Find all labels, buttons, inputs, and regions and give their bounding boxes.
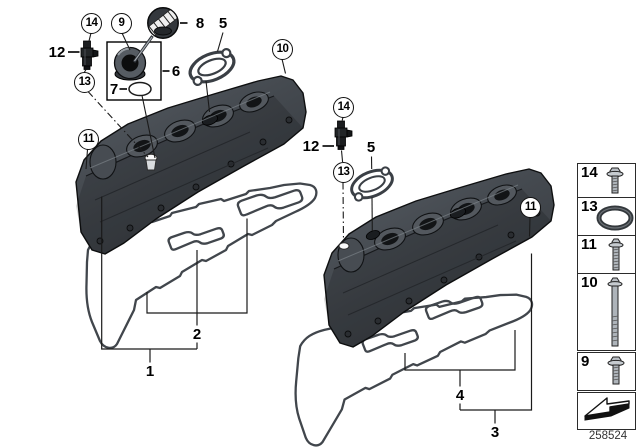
group-brackets [101,196,533,424]
legend-label-10: 10 [581,274,598,291]
camshaft-sensor-right-drawing [334,120,353,150]
vent-gasket-left-drawing [184,44,240,90]
legend-label-11: 11 [581,236,597,253]
o-ring-icon [596,205,634,231]
legend-row-arrow[interactable] [577,392,636,430]
legend-row-9[interactable]: 9 [577,352,636,391]
bolt-long-icon [607,277,623,347]
legend-row-11[interactable]: 11 [577,235,636,274]
label-2[interactable]: 2 [192,326,202,343]
legend-row-10[interactable]: 10 [577,273,636,351]
label-6[interactable]: 6 [171,63,181,80]
oil-filler-cap-drawing [147,7,179,39]
legend-row-14[interactable]: 14 [577,163,636,198]
bolt-medium-icon [608,238,624,271]
cylinder-head-cover-left-drawing [75,75,307,255]
direction-arrow-icon [584,397,630,421]
legend-label-14: 14 [581,164,598,181]
legend-row-13[interactable]: 13 [577,197,636,236]
callout-9[interactable]: 9 [111,13,132,34]
callout-14-left[interactable]: 14 [81,13,102,34]
label-5-right[interactable]: 5 [366,139,376,156]
part-6-group-box [106,41,162,101]
callout-11-right[interactable]: 11 [520,197,541,218]
label-12-right[interactable]: 12 [302,138,320,155]
label-4[interactable]: 4 [455,387,465,404]
legend-label-9: 9 [581,353,590,370]
label-12-left[interactable]: 12 [48,44,66,61]
bolt-short-icon [607,356,625,385]
fastener-legend: 14 13 11 10 9 [577,163,637,430]
legend-label-13: 13 [581,198,598,215]
label-3[interactable]: 3 [490,424,500,441]
label-5-left[interactable]: 5 [218,15,228,32]
label-1[interactable]: 1 [145,363,155,380]
oil-filler-neck-drawing [113,35,154,81]
diagram-part-number: 258524 [588,430,628,442]
leader-lines [68,22,531,243]
callout-13-left[interactable]: 13 [74,72,95,93]
cylinder-head-cover-right-drawing [323,168,555,348]
bolt-short-icon [606,167,624,194]
vent-gasket-right-drawing [346,163,398,205]
valve-seal-ring-drawing [128,81,152,97]
callout-14-right[interactable]: 14 [333,97,354,118]
camshaft-sensor-left-drawing [80,40,99,70]
callout-10[interactable]: 10 [272,39,293,60]
label-8[interactable]: 8 [195,15,205,32]
label-7[interactable]: 7 [109,81,119,98]
callout-13-right[interactable]: 13 [333,162,354,183]
callout-11-left[interactable]: 11 [78,129,99,150]
